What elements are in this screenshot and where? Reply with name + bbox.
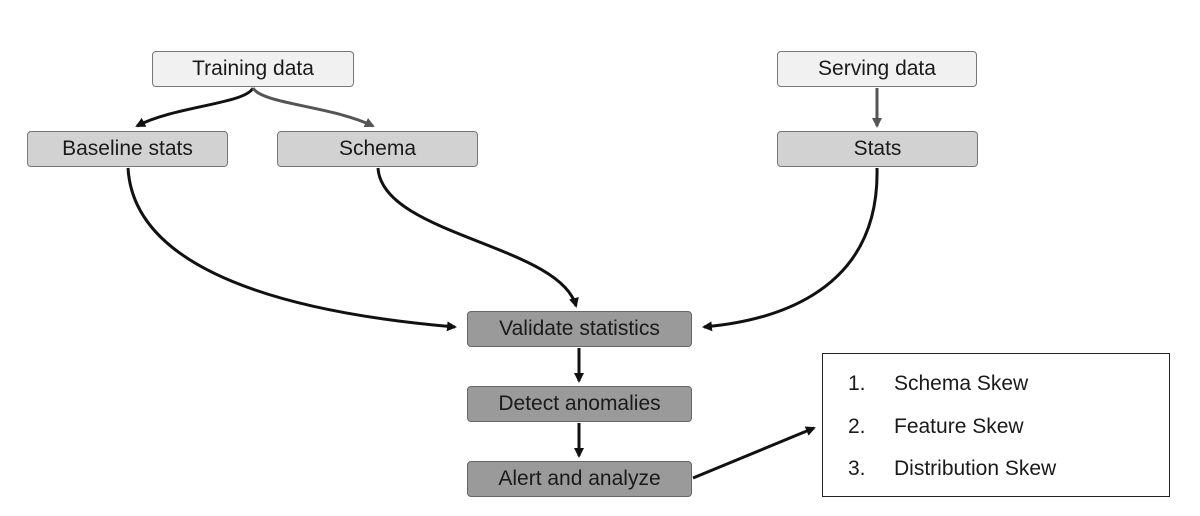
skew-list-label: Feature Skew	[894, 415, 1024, 438]
edge-stats-to-validate	[702, 167, 879, 332]
edge-training-to-baseline	[135, 87, 255, 128]
schema-node: Schema	[277, 131, 478, 167]
training-data-node: Training data	[152, 51, 354, 87]
edge-training-to-schema	[251, 87, 375, 128]
serving-data-node: Serving data	[777, 51, 977, 87]
edge-schema-to-validate	[376, 167, 579, 308]
validate-statistics-node: Validate statistics	[467, 311, 692, 347]
stats-node: Stats	[777, 131, 978, 167]
skew-list-item: 2. Feature Skew	[848, 415, 1024, 439]
baseline-stats-node: Baseline stats	[27, 131, 228, 167]
skew-list-item: 1. Schema Skew	[848, 372, 1028, 396]
edge-alert-to-skew-list	[692, 426, 816, 480]
alert-and-analyze-node: Alert and analyze	[467, 461, 692, 497]
skew-list-number: 1.	[848, 372, 866, 395]
skew-types-box: 1. Schema Skew 2. Feature Skew 3. Distribut…	[822, 353, 1170, 497]
skew-list-number: 3.	[848, 457, 866, 480]
edge-baseline-to-validate	[126, 167, 457, 332]
skew-list-label: Schema Skew	[894, 372, 1029, 395]
skew-list-item: 3. Distribution Skew	[848, 457, 1056, 481]
skew-list-label: Distribution Skew	[894, 457, 1057, 480]
skew-list-number: 2.	[848, 415, 866, 438]
detect-anomalies-node: Detect anomalies	[467, 386, 692, 422]
